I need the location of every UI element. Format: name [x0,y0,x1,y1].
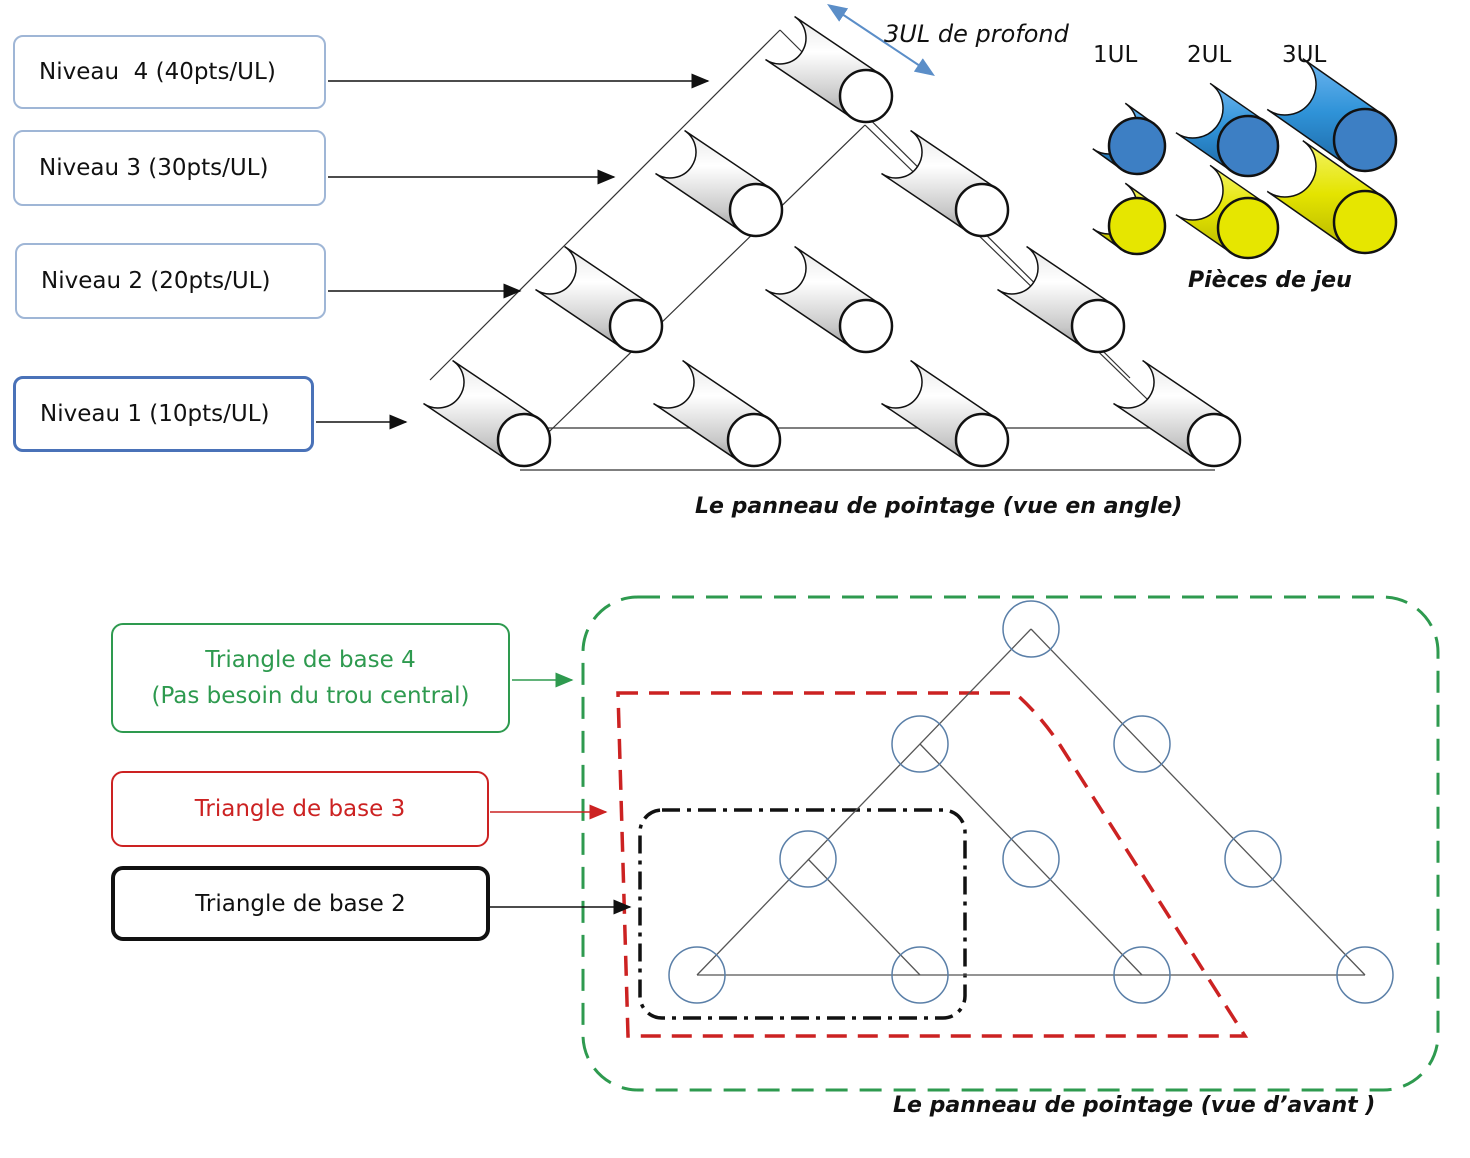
board-hole-6 [997,245,1126,354]
front-hole-10 [1336,946,1394,1004]
yellow-piece-3ul [1266,139,1398,255]
level-1-label: Niveau 1 (10pts/UL) [40,401,270,427]
board-hole-9 [881,359,1010,468]
angle-view-caption: Le panneau de pointage (vue en angle) [695,494,1183,519]
pieces-caption: Pièces de jeu [1188,268,1352,293]
triangle-2-box: Triangle de base 2 [111,866,490,941]
front-hole-3 [1113,715,1171,773]
board-hole-4 [535,245,664,354]
front-hole-9 [1113,946,1171,1004]
level-1-box: Niveau 1 (10pts/UL) [13,376,314,452]
board-hole-2 [655,129,784,238]
triangle-base-3-region [616,691,1249,1038]
game-pieces [1092,57,1398,260]
triangle-3-box: Triangle de base 3 [111,771,489,847]
triangle-2-title: Triangle de base 2 [195,890,406,917]
triangle-4-note: (Pas besoin du trou central) [151,683,470,709]
front-hole-2 [891,715,949,773]
blue-piece-3ul [1266,57,1398,173]
front-hole-5 [1002,830,1060,888]
front-hole-8 [891,946,949,1004]
board-hole-7 [423,359,552,468]
level-2-box: Niveau 2 (20pts/UL) [15,243,326,319]
front-triangle-lines [696,628,1366,976]
piece-size-1ul: 1UL [1093,42,1138,68]
level-2-label: Niveau 2 (20pts/UL) [41,268,271,294]
yellow-piece-2ul [1175,164,1280,260]
board-hole-5 [765,245,894,354]
triangle-3-title: Triangle de base 3 [194,796,406,822]
yellow-piece-1ul [1092,182,1167,256]
piece-size-2ul: 2UL [1187,42,1232,68]
front-hole-6 [1224,830,1282,888]
level-4-label: Niveau 4 (40pts/UL) [39,59,276,85]
level-3-box: Niveau 3 (30pts/UL) [13,130,326,206]
board-hole-1 [765,15,894,124]
blue-piece-2ul [1175,82,1280,178]
piece-size-3ul: 3UL [1282,42,1327,68]
front-holes [668,600,1394,1004]
depth-label: 3UL de profond [884,20,1069,48]
triangle-base-4-region [581,595,1440,1092]
board-holes [423,15,1242,468]
front-hole-4 [779,830,837,888]
level-3-label: Niveau 3 (30pts/UL) [39,155,269,181]
board-hole-8 [653,359,782,468]
front-hole-7 [668,946,726,1004]
triangle-4-title: Triangle de base 4 [205,647,416,673]
board-hole-3 [881,129,1010,238]
triangle-base-2-region [638,808,967,1020]
front-view-caption: Le panneau de pointage (vue d’avant ) [893,1093,1376,1118]
board-hole-10 [1113,359,1242,468]
blue-piece-1ul [1092,102,1167,176]
triangle-4-box: Triangle de base 4 (Pas besoin du trou c… [111,623,510,733]
front-hole-1 [1002,600,1060,658]
depth-arrow [827,4,935,76]
level-4-box: Niveau 4 (40pts/UL) [13,35,326,109]
